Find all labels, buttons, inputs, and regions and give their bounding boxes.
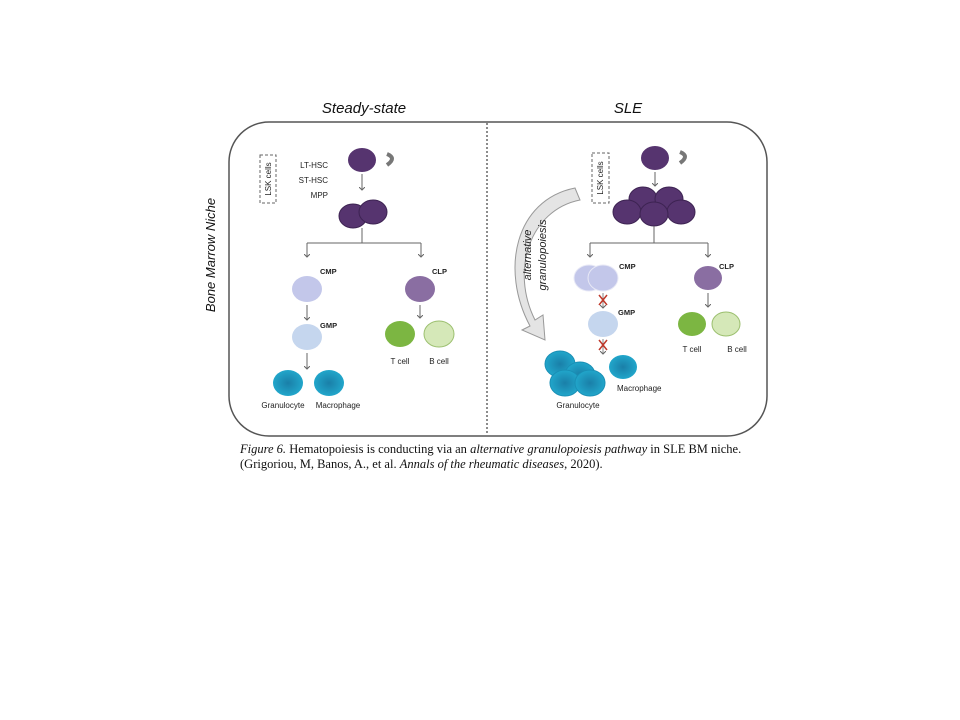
b-cell — [423, 320, 455, 348]
b-cell-label: B cell — [429, 357, 449, 366]
t-cell-label: T cell — [391, 357, 410, 366]
granulocyte-cell — [273, 370, 303, 396]
gmp-label: GMP — [320, 321, 337, 330]
clp-label: CLP — [719, 262, 734, 271]
macrophage-cell — [314, 370, 344, 396]
mpp-label: MPP — [311, 191, 328, 200]
title-sle: SLE — [614, 100, 643, 117]
lt-hsc-label: LT-HSC — [300, 161, 328, 170]
t-cell — [385, 321, 415, 347]
cmp-cell — [587, 264, 619, 292]
clp-cell — [694, 266, 722, 290]
figure-caption: Figure 6. Hematopoiesis is conducting vi… — [240, 442, 760, 472]
hsc-cell — [641, 146, 669, 170]
b-cell — [711, 311, 741, 337]
title-steady-state: Steady-state — [322, 100, 406, 117]
granulopoiesis-label: granulopoiesis — [537, 219, 549, 290]
clp-label: CLP — [432, 267, 447, 276]
t-cell-label: T cell — [683, 345, 702, 354]
cmp-label: CMP — [320, 267, 337, 276]
macrophage-label: Macrophage — [316, 401, 361, 410]
caption-text: Hematopoiesis is conducting via an — [286, 442, 471, 456]
niche-frame — [228, 121, 768, 437]
macrophage-cell — [609, 355, 637, 379]
title-bone-marrow-niche: Bone Marrow Niche — [203, 198, 218, 312]
blocked-x-icon — [598, 294, 608, 306]
st-hsc-label: ST-HSC — [299, 176, 329, 185]
self-renewal-arrow-icon — [678, 150, 687, 165]
caption-figure-number: Figure 6. — [240, 442, 287, 456]
gmp-cell — [588, 311, 618, 337]
alternative-label: alternative — [522, 230, 534, 281]
gmp-label: GMP — [618, 308, 635, 317]
alternative-pathway-arrow-icon — [514, 187, 581, 341]
self-renewal-arrow-icon — [385, 152, 394, 167]
lsk-label: LSK cells — [596, 161, 605, 194]
sle-panel: LSK cells CMP CLP GMP T cell B cell Macr… — [514, 146, 747, 410]
clp-cell — [405, 276, 435, 302]
lsk-label: LSK cells — [264, 162, 273, 195]
blocked-x-icon — [598, 339, 608, 351]
steady-state-panel: LSK cells LT-HSC ST-HSC MPP CMP CLP GMP … — [259, 148, 455, 410]
macrophage-label: Macrophage — [617, 384, 662, 393]
caption-text: , 2020). — [564, 457, 603, 471]
caption-journal: Annals of the rheumatic diseases — [399, 457, 565, 471]
lsk-box — [259, 154, 277, 204]
caption-emphasis: alternative granulopoiesis pathway — [470, 442, 648, 456]
expanded-lsk-cluster — [612, 186, 696, 227]
gmp-cell — [292, 324, 322, 350]
mpp-cell — [358, 199, 388, 225]
hsc-cell — [348, 148, 376, 172]
cmp-label: CMP — [619, 262, 636, 271]
lsk-box — [591, 152, 610, 204]
cmp-cell — [292, 276, 322, 302]
granulocyte-cluster — [544, 350, 606, 397]
granulocyte-label: Granulocyte — [556, 401, 600, 410]
b-cell-label: B cell — [727, 345, 747, 354]
granulocyte-label: Granulocyte — [261, 401, 305, 410]
t-cell — [678, 312, 706, 336]
caption-text: in SLE BM niche. (Grigoriou, M, Banos, A… — [240, 442, 742, 471]
